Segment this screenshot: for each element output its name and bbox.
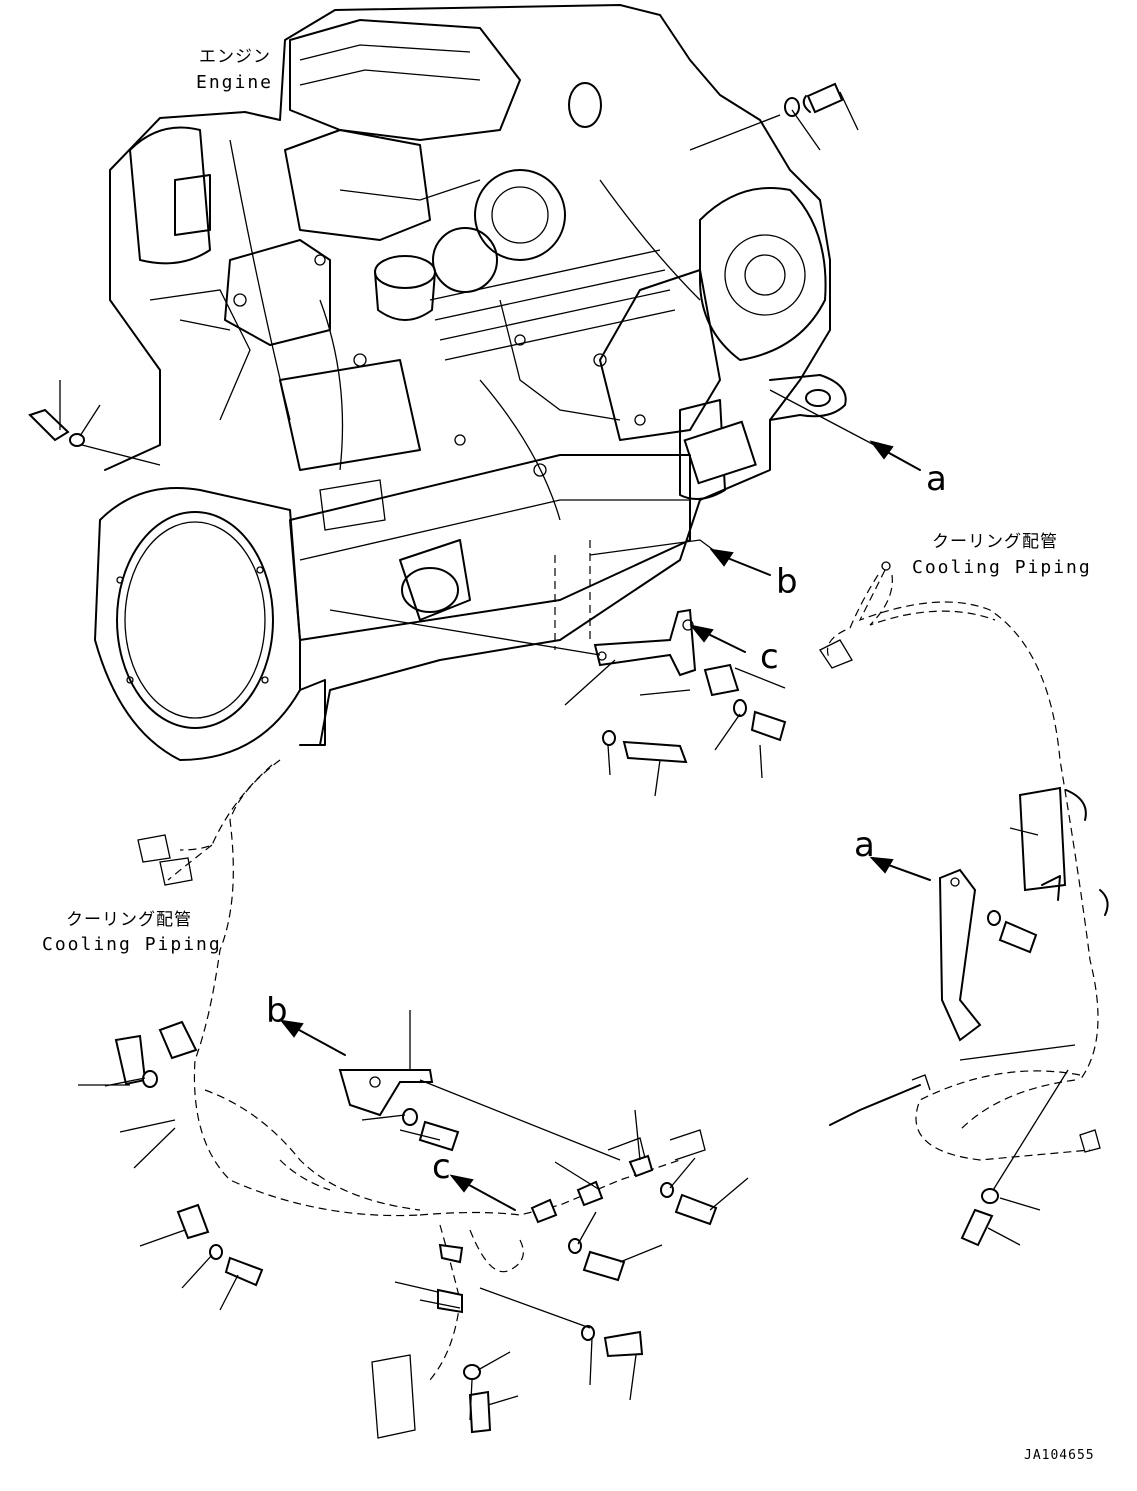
harness-cooling-right [819,561,1109,1247]
bracket-c-assembly [329,608,787,797]
bolt-top-right [689,82,859,151]
leader-a-engine [769,389,881,449]
label-engine-jp: エンジン [199,47,271,67]
ref-c-left: c [432,1147,451,1187]
ref-b-left: b [266,991,288,1031]
label-cooling-left-en: Cooling Piping [42,934,222,955]
ref-a-right: a [854,825,875,865]
ref-c-bracket: c [760,637,779,677]
ref-b-engine: b [776,562,798,602]
label-cooling-left-jp: クーリング配管 [66,910,192,930]
engine-assembly [104,4,847,746]
ref-a-engine: a [926,459,947,499]
leader-b-engine [589,539,721,556]
label-cooling-right-jp: クーリング配管 [932,532,1058,552]
figure-code: JA104655 [1024,1448,1095,1463]
label-engine-en: Engine [196,72,274,93]
bolt-left-engine [28,380,161,466]
flywheel-housing [94,487,326,761]
harness-cooling-left [78,759,749,1439]
label-cooling-right-en: Cooling Piping [912,557,1092,578]
